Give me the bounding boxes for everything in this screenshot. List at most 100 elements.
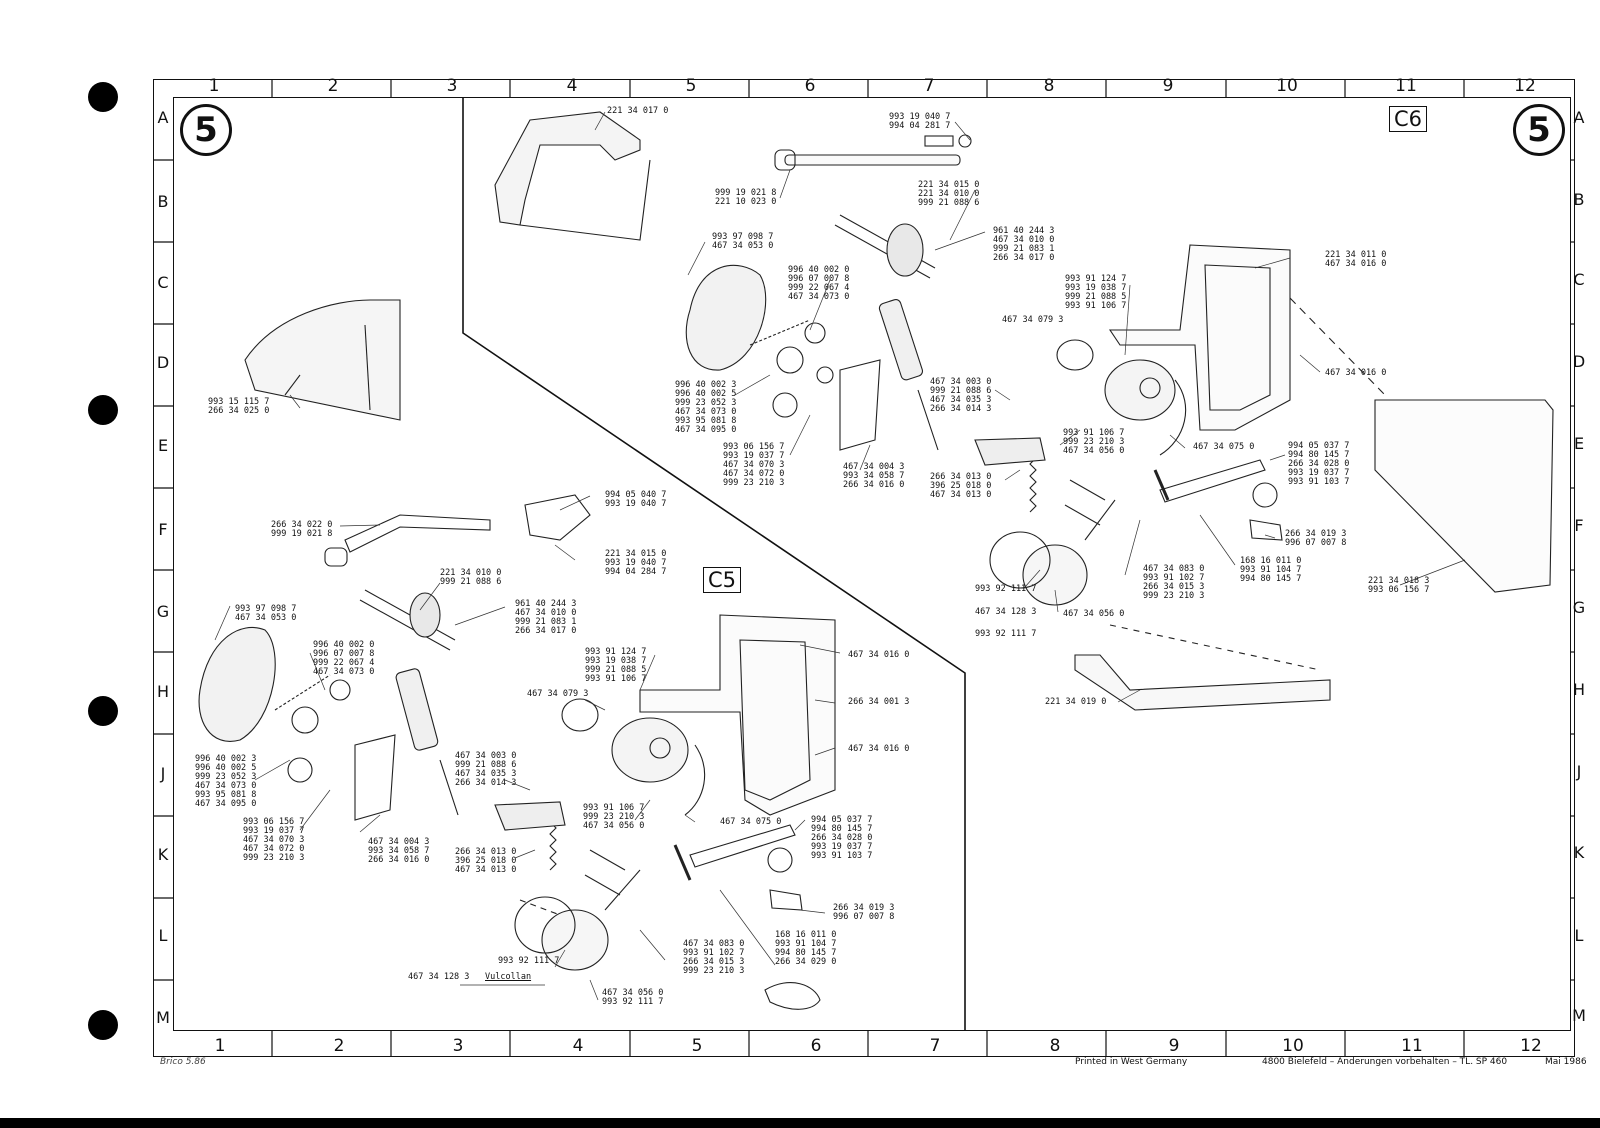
section-label-c6: C6 bbox=[1389, 106, 1428, 132]
part-number-label: 961 40 244 3 467 34 010 0 999 21 083 1 2… bbox=[993, 226, 1055, 263]
col-number: 7 bbox=[923, 76, 935, 96]
part-number-label: 996 40 002 3 996 40 002 5 999 23 052 3 4… bbox=[195, 754, 257, 809]
row-letter: H bbox=[1572, 680, 1586, 699]
col-number: 10 bbox=[1276, 76, 1298, 96]
row-letter: D bbox=[1572, 352, 1586, 371]
part-number-label: 467 34 083 0 993 91 102 7 266 34 015 3 9… bbox=[1143, 564, 1205, 601]
col-number: 2 bbox=[327, 76, 339, 96]
row-letter: K bbox=[1573, 843, 1585, 862]
part-number-label: 168 16 011 0 993 91 104 7 994 80 145 7 2… bbox=[775, 930, 837, 967]
row-letter: J bbox=[160, 764, 166, 783]
scan-edge bbox=[0, 1118, 1600, 1128]
part-number-label: 467 34 128 3 bbox=[408, 972, 470, 982]
part-number-label: 266 34 013 0 396 25 018 0 467 34 013 0 bbox=[930, 472, 992, 500]
row-letter: A bbox=[1573, 108, 1585, 127]
col-number: 1 bbox=[208, 76, 220, 96]
row-letter: F bbox=[158, 520, 168, 539]
part-number-label: 994 05 040 7 993 19 040 7 bbox=[605, 490, 667, 509]
part-number-label: 467 34 016 0 bbox=[1325, 368, 1387, 378]
row-letter: K bbox=[157, 845, 169, 864]
row-letter: L bbox=[1574, 926, 1584, 945]
part-number-label: 467 34 075 0 bbox=[1193, 442, 1255, 452]
part-number-label: 993 92 111 7 bbox=[975, 584, 1037, 594]
row-letter: B bbox=[1573, 190, 1585, 209]
col-number: 6 bbox=[804, 76, 816, 96]
part-number-label: 961 40 244 3 467 34 010 0 999 21 083 1 2… bbox=[515, 599, 577, 636]
part-number-label: 467 34 083 0 993 91 102 7 266 34 015 3 9… bbox=[683, 939, 745, 976]
part-number-label: 993 97 098 7 467 34 053 0 bbox=[235, 604, 297, 623]
part-number-label: 467 34 003 0 999 21 088 6 467 34 035 3 2… bbox=[930, 377, 992, 414]
row-letter: E bbox=[1573, 434, 1585, 453]
part-number-label: 994 05 037 7 994 80 145 7 266 34 028 0 9… bbox=[811, 815, 873, 861]
part-number-label: 168 16 011 0 993 91 104 7 994 80 145 7 bbox=[1240, 556, 1302, 584]
col-number: 3 bbox=[446, 76, 458, 96]
part-number-label: 467 34 016 0 bbox=[848, 650, 910, 660]
binder-hole bbox=[88, 1010, 118, 1040]
part-number-label: 993 91 106 7 999 23 210 3 467 34 056 0 bbox=[583, 803, 645, 831]
row-letter: G bbox=[1572, 598, 1586, 617]
row-letter: M bbox=[156, 1008, 170, 1027]
part-number-label: 221 34 017 0 bbox=[607, 106, 669, 116]
part-number-label: 266 34 019 3 996 07 007 8 bbox=[1285, 529, 1347, 548]
col-number: 11 bbox=[1401, 1036, 1423, 1056]
row-letter: J bbox=[1576, 762, 1582, 781]
col-number: 3 bbox=[452, 1036, 464, 1056]
part-number-label: 993 91 124 7 993 19 038 7 999 21 088 5 9… bbox=[1065, 274, 1127, 311]
corner-number-left: 5 bbox=[180, 104, 232, 156]
date-note: Mai 1986 bbox=[1545, 1057, 1587, 1067]
row-letter: C bbox=[157, 273, 169, 292]
part-number-label: 266 34 001 3 bbox=[848, 697, 910, 707]
row-letter: E bbox=[157, 436, 169, 455]
part-number-label: 467 34 016 0 bbox=[848, 744, 910, 754]
part-number-label: 993 97 098 7 467 34 053 0 bbox=[712, 232, 774, 251]
part-number-label: 221 34 019 0 bbox=[1045, 697, 1107, 707]
part-number-label: 993 06 156 7 993 19 037 7 467 34 070 3 4… bbox=[243, 817, 305, 863]
part-number-label: 467 34 056 0 993 92 111 7 bbox=[602, 988, 664, 1007]
row-letter: M bbox=[1572, 1006, 1586, 1025]
binder-hole bbox=[88, 696, 118, 726]
col-number: 12 bbox=[1520, 1036, 1542, 1056]
part-number-label: 993 15 115 7 266 34 025 0 bbox=[208, 397, 270, 416]
col-number: 11 bbox=[1395, 76, 1417, 96]
col-number: 5 bbox=[685, 76, 697, 96]
scan-margin bbox=[0, 0, 70, 1128]
section-label-c5: C5 bbox=[703, 567, 742, 593]
part-number-label: 467 34 075 0 bbox=[720, 817, 782, 827]
part-number-label: 993 92 111 7 bbox=[498, 956, 560, 966]
printed-note: Printed in West Germany bbox=[1075, 1057, 1188, 1067]
col-number: 4 bbox=[566, 76, 578, 96]
row-letter: D bbox=[156, 353, 170, 372]
col-number: 2 bbox=[333, 1036, 345, 1056]
part-number-label: 993 91 106 7 999 23 210 3 467 34 056 0 bbox=[1063, 428, 1125, 456]
part-number-label: 221 34 018 3 993 06 156 7 bbox=[1368, 576, 1430, 595]
publisher-note: 4800 Bielefeld – Änderungen vorbehalten … bbox=[1262, 1057, 1508, 1067]
col-number: 8 bbox=[1049, 1036, 1061, 1056]
part-number-label: 993 92 111 7 bbox=[975, 629, 1037, 639]
row-letter: G bbox=[156, 602, 170, 621]
col-number: 12 bbox=[1514, 76, 1536, 96]
material-note: Vulcollan bbox=[485, 972, 532, 982]
part-number-label: 221 34 010 0 999 21 088 6 bbox=[440, 568, 502, 587]
part-number-label: 266 34 022 0 999 19 021 8 bbox=[271, 520, 333, 539]
col-number: 9 bbox=[1162, 76, 1174, 96]
col-number: 6 bbox=[810, 1036, 822, 1056]
drawing-frame bbox=[153, 79, 1575, 1057]
binder-hole bbox=[88, 395, 118, 425]
col-number: 9 bbox=[1168, 1036, 1180, 1056]
part-number-label: 467 34 004 3 993 34 058 7 266 34 016 0 bbox=[368, 837, 430, 865]
part-number-label: 996 40 002 0 996 07 007 8 999 22 067 4 4… bbox=[313, 640, 375, 677]
col-number: 8 bbox=[1043, 76, 1055, 96]
part-number-label: 266 34 019 3 996 07 007 8 bbox=[833, 903, 895, 922]
part-number-label: 993 91 124 7 993 19 038 7 999 21 088 5 9… bbox=[585, 647, 647, 684]
part-number-label: 999 19 021 8 221 10 023 0 bbox=[715, 188, 777, 207]
part-number-label: 467 34 004 3 993 34 058 7 266 34 016 0 bbox=[843, 462, 905, 490]
row-letter: B bbox=[157, 192, 169, 211]
signature-mark: Brico 5.86 bbox=[160, 1057, 206, 1067]
row-letter: C bbox=[1573, 270, 1585, 289]
binder-hole bbox=[88, 82, 118, 112]
corner-number-right: 5 bbox=[1513, 104, 1565, 156]
row-letter: F bbox=[1574, 516, 1584, 535]
part-number-label: 467 34 128 3 bbox=[975, 607, 1037, 617]
part-number-label: 993 06 156 7 993 19 037 7 467 34 070 3 4… bbox=[723, 442, 785, 488]
